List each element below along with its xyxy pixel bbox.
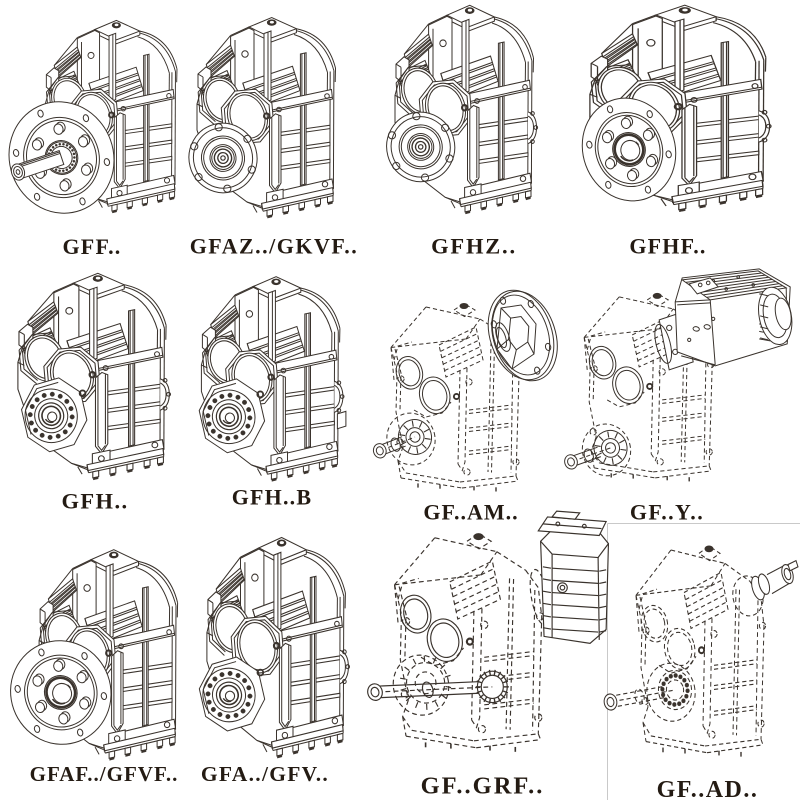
svg-text:GFA../GFV..: GFA../GFV.. — [201, 762, 329, 786]
svg-text:GFAF../GFVF..: GFAF../GFVF.. — [30, 762, 179, 786]
svg-text:GFH..: GFH.. — [62, 489, 129, 514]
svg-text:GF..AM..: GF..AM.. — [423, 500, 518, 525]
svg-text:GF..AD..: GF..AD.. — [657, 777, 759, 800]
svg-text:GFF..: GFF.. — [63, 234, 122, 259]
svg-text:GF..GRF..: GF..GRF.. — [421, 773, 545, 800]
svg-text:GFH..B: GFH..B — [232, 485, 313, 510]
svg-text:GF..Y..: GF..Y.. — [630, 500, 704, 525]
svg-text:GFAZ../GKVF..: GFAZ../GKVF.. — [190, 234, 359, 259]
svg-text:GFHZ..: GFHZ.. — [431, 234, 517, 259]
svg-text:GFHF..: GFHF.. — [629, 234, 706, 259]
